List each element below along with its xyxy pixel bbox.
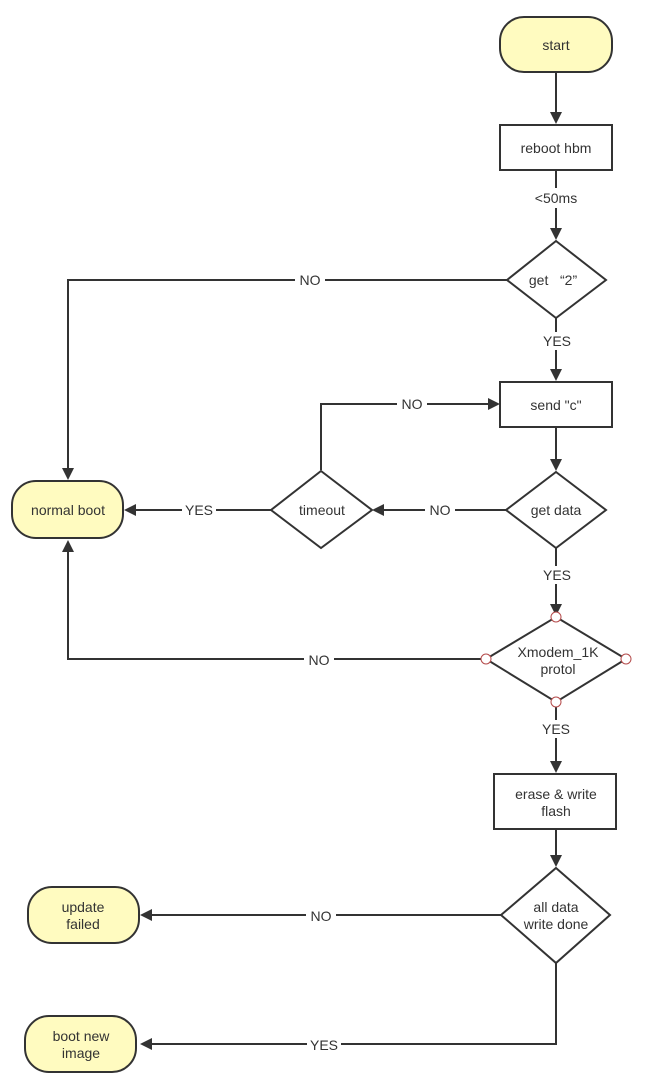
arrowhead [488, 398, 500, 410]
node-sendc-label: send "c" [530, 397, 581, 413]
node-alldata-label-line2: write done [523, 916, 589, 932]
node-reboot[interactable]: reboot hbm [499, 124, 613, 171]
edge-labels: <50ms NO YES NO NO YES YES NO YES NO YES [182, 188, 582, 1054]
node-boot-new-line2: image [62, 1045, 100, 1061]
arrowhead [140, 1038, 152, 1050]
node-erase-label-line1: erase & write [515, 786, 597, 802]
arrowhead [550, 604, 562, 616]
node-xmodem[interactable]: Xmodem_1K protol [480, 611, 632, 708]
node-timeout[interactable]: timeout [269, 469, 374, 550]
node-start[interactable]: start [499, 16, 613, 73]
node-getdata[interactable]: get data [504, 470, 608, 550]
node-update-failed-line1: update [62, 899, 105, 915]
node-erase-write[interactable]: erase & write flash [493, 773, 617, 830]
arrowhead [550, 228, 562, 240]
edge-label-alldata-no: NO [311, 908, 332, 924]
node-get2[interactable]: get “2” [505, 239, 608, 320]
edge-label-timeout-yes: YES [185, 502, 213, 518]
edge-label-xmodem-no: NO [309, 652, 330, 668]
node-normal-boot-label: normal boot [31, 502, 105, 518]
arrowhead [550, 112, 562, 124]
edge-label-getdata-no: NO [430, 502, 451, 518]
edge-label-alldata-yes: YES [310, 1037, 338, 1053]
node-timeout-label: timeout [299, 502, 345, 518]
edge-label-getdata-yes: YES [543, 567, 571, 583]
edge-label-timeout-no: NO [402, 396, 423, 412]
node-xmodem-label-line1: Xmodem_1K [518, 644, 600, 660]
arrowhead [140, 909, 152, 921]
connection-handle[interactable] [620, 653, 632, 665]
arrowhead [550, 855, 562, 867]
edge-label-get2-yes: YES [543, 333, 571, 349]
edge-timeout-no [320, 403, 488, 470]
arrowhead [550, 369, 562, 381]
arrowhead [62, 468, 74, 480]
node-boot-new-image[interactable]: boot new image [24, 1015, 137, 1073]
edge-label-xmodem-yes: YES [542, 721, 570, 737]
node-all-data[interactable]: all data write done [499, 866, 612, 965]
arrowhead [550, 761, 562, 773]
edge-get2-no [67, 279, 508, 468]
arrowhead [124, 504, 136, 516]
node-reboot-label: reboot hbm [521, 140, 592, 156]
edge-label-reboot-get2: <50ms [535, 190, 577, 206]
node-erase-label-line2: flash [541, 803, 571, 819]
edge-alldata-yes [152, 963, 557, 1045]
node-sendc[interactable]: send "c" [499, 381, 613, 428]
node-xmodem-label-line2: protol [540, 661, 575, 677]
arrowhead [550, 459, 562, 471]
edge-xmodem-no [67, 552, 486, 660]
arrowhead [372, 504, 384, 516]
node-getdata-label: get data [531, 502, 582, 518]
connection-handle[interactable] [550, 611, 562, 623]
node-normal-boot[interactable]: normal boot [11, 480, 124, 539]
edge-label-get2-no: NO [300, 272, 321, 288]
node-start-label: start [542, 37, 569, 53]
node-update-failed[interactable]: update failed [27, 886, 140, 944]
node-boot-new-line1: boot new [53, 1028, 111, 1044]
connection-handle[interactable] [480, 653, 492, 665]
arrowhead [62, 540, 74, 552]
node-get2-label: get “2” [529, 272, 578, 288]
node-update-failed-line2: failed [66, 916, 99, 932]
node-alldata-label-line1: all data [533, 899, 578, 915]
connection-handle[interactable] [550, 696, 562, 708]
